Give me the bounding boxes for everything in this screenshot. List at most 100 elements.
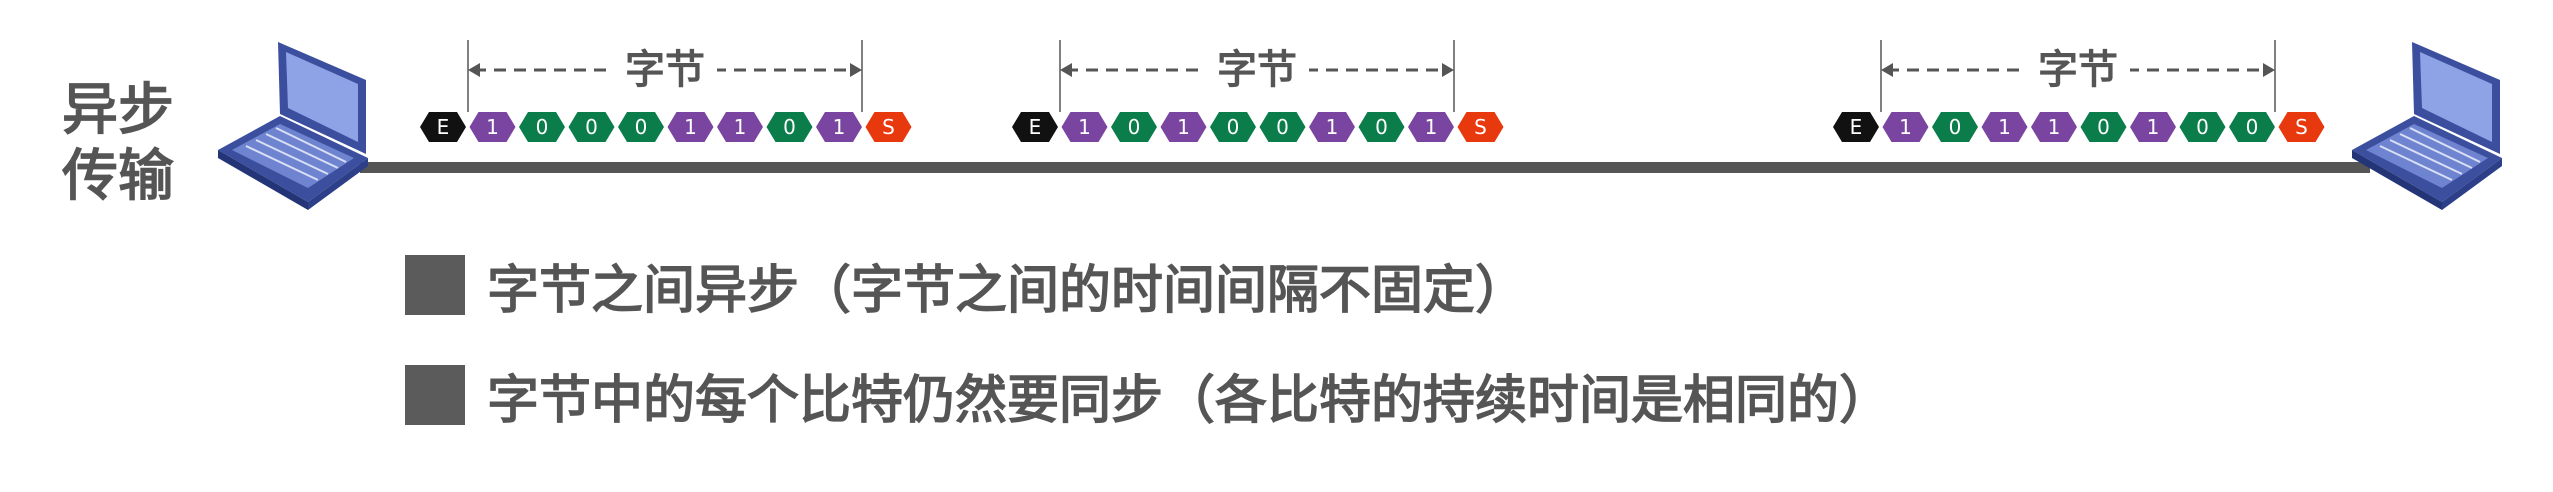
stop-bit-text: S — [882, 115, 895, 139]
data-bit: 0 — [2229, 112, 2275, 142]
data-bit-shape — [519, 112, 565, 142]
data-bit-shape — [1259, 112, 1306, 142]
byte-label: 字节 — [1205, 46, 1309, 94]
data-bit: 1 — [1882, 112, 1929, 142]
data-bit-shape — [1061, 112, 1108, 142]
data-bit: 1 — [717, 112, 763, 142]
data-bit-text: 1 — [2147, 115, 2160, 139]
data-bit: 0 — [618, 112, 664, 142]
data-bit: 0 — [519, 112, 565, 142]
data-bit-shape — [1160, 112, 1207, 142]
data-bit-shape — [1210, 112, 1256, 142]
data-bit-shape — [2229, 112, 2275, 142]
start-bit-shape — [1833, 112, 1879, 142]
data-bit-text: 1 — [1998, 115, 2011, 139]
data-bit-text: 0 — [2097, 115, 2110, 139]
data-bit-text: 0 — [635, 115, 648, 139]
start-bit-text: E — [437, 115, 450, 139]
bullet-1-text: 字节之间异步（字节之间的时间间隔不固定） — [487, 260, 1528, 321]
stop-bit-text: S — [1474, 115, 1487, 139]
arrowhead-right-icon — [1442, 63, 1454, 77]
start-bit-shape — [420, 112, 466, 142]
bullet-square-icon — [405, 255, 465, 315]
data-bit-text: 1 — [1899, 115, 1912, 139]
data-bit-text: 0 — [2196, 115, 2209, 139]
data-bit-text: 1 — [1078, 115, 1091, 139]
data-bit-shape — [469, 112, 516, 142]
start-bit-text: E — [1029, 115, 1042, 139]
data-bit: 0 — [766, 112, 813, 142]
stop-bit: S — [865, 112, 912, 142]
data-bit-text: 0 — [783, 115, 796, 139]
data-bit-text: 0 — [1949, 115, 1962, 139]
stop-bit-shape — [2278, 112, 2325, 142]
stop-bit-shape — [865, 112, 912, 142]
data-bit: 1 — [2130, 112, 2176, 142]
arrowhead-left-icon — [468, 63, 480, 77]
start-bit-shape — [1012, 112, 1058, 142]
data-bit-shape — [2031, 112, 2077, 142]
data-bit-text: 1 — [1326, 115, 1339, 139]
arrowhead-right-icon — [850, 63, 862, 77]
side-title: 异步 传输 — [62, 78, 182, 210]
data-bit-shape — [1932, 112, 1978, 142]
data-bit: 0 — [2080, 112, 2127, 142]
arrowhead-right-icon — [2263, 63, 2275, 77]
bullet-square-icon — [405, 365, 465, 425]
data-bit-shape — [766, 112, 813, 142]
stop-bit: S — [2278, 112, 2325, 142]
data-bit: 1 — [1309, 112, 1355, 142]
data-bit: 0 — [1932, 112, 1978, 142]
data-bit: 0 — [1111, 112, 1157, 142]
start-bit: E — [1012, 112, 1058, 142]
data-bit-shape — [2080, 112, 2127, 142]
data-bit-shape — [1111, 112, 1157, 142]
data-bit: 1 — [1160, 112, 1207, 142]
start-bit-text: E — [1850, 115, 1863, 139]
bullet-2: 字节中的每个比特仍然要同步（各比特的持续时间是相同的） — [405, 360, 1891, 431]
data-bit-text: 1 — [833, 115, 846, 139]
data-bit-text: 0 — [2246, 115, 2259, 139]
data-bit: 0 — [568, 112, 615, 142]
data-bit-shape — [618, 112, 664, 142]
data-bit-text: 0 — [536, 115, 549, 139]
data-bit: 1 — [469, 112, 516, 142]
arrowhead-left-icon — [1881, 63, 1893, 77]
data-bit-shape — [1981, 112, 2028, 142]
data-bit-shape — [667, 112, 714, 142]
data-bit-text: 0 — [1128, 115, 1141, 139]
data-bit-shape — [717, 112, 763, 142]
data-bit-shape — [816, 112, 862, 142]
data-bit-text: 1 — [1425, 115, 1438, 139]
data-bit-shape — [1358, 112, 1405, 142]
data-bit-text: 0 — [585, 115, 598, 139]
data-bit: 1 — [1061, 112, 1108, 142]
data-bit-text: 1 — [2048, 115, 2061, 139]
data-bit-text: 0 — [1375, 115, 1388, 139]
data-bit-text: 1 — [734, 115, 747, 139]
data-bit: 0 — [1210, 112, 1256, 142]
stop-bit: S — [1457, 112, 1504, 142]
byte-label: 字节 — [613, 46, 717, 94]
data-bit-text: 0 — [1227, 115, 1240, 139]
data-bit-text: 1 — [486, 115, 499, 139]
data-bit: 1 — [1981, 112, 2028, 142]
data-bit: 1 — [1408, 112, 1454, 142]
start-bit: E — [420, 112, 466, 142]
arrowhead-left-icon — [1060, 63, 1072, 77]
data-bit: 0 — [1358, 112, 1405, 142]
data-bit-text: 0 — [1276, 115, 1289, 139]
data-bit-shape — [2179, 112, 2226, 142]
bullet-1: 字节之间异步（字节之间的时间间隔不固定） — [405, 250, 1528, 321]
transmission-line — [360, 162, 2370, 173]
byte-label: 字节 — [2026, 46, 2130, 94]
data-bit: 1 — [816, 112, 862, 142]
data-bit-text: 1 — [684, 115, 697, 139]
side-title-line2: 传输 — [62, 144, 174, 209]
stop-bit-text: S — [2295, 115, 2308, 139]
laptop-icon-left — [218, 42, 368, 210]
data-bit-shape — [568, 112, 615, 142]
data-bit-shape — [1309, 112, 1355, 142]
data-bit-shape — [1882, 112, 1929, 142]
